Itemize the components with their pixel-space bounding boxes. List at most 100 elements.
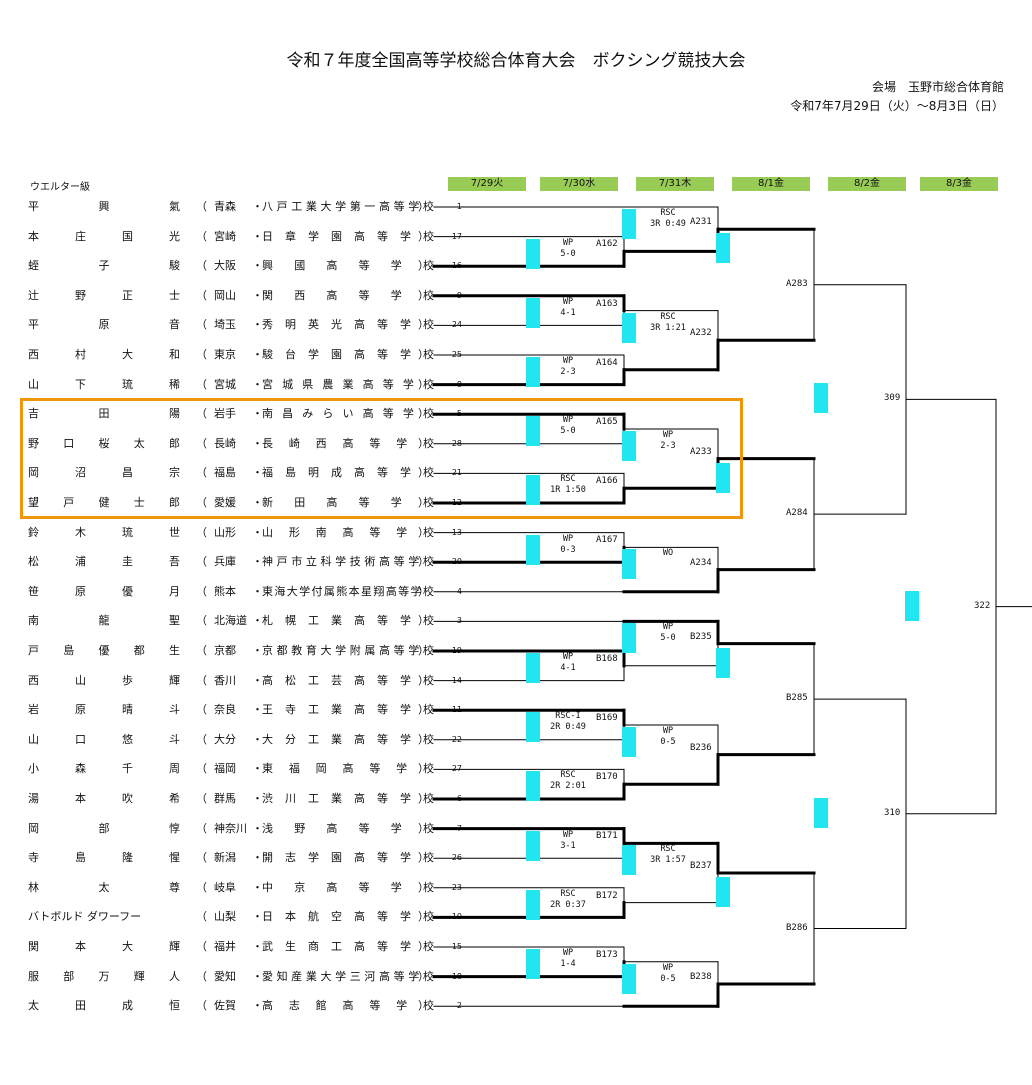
separator-dot: ・ [252,525,263,539]
corner-marker [716,462,730,493]
player-name: 太田成恒 [28,999,180,1013]
paren-open: （ [196,851,207,865]
player-name: 戸島優都生 [28,644,180,657]
corner-marker [526,889,540,920]
corner-marker [526,712,540,743]
separator-dot: ・ [252,999,263,1013]
paren-close: ） [418,910,429,924]
player-prefecture: 大阪 [214,259,236,273]
corner-marker [622,209,636,239]
player-school: 浅野高等学校 [262,821,434,835]
corner-marker [526,238,540,269]
separator-dot: ・ [252,377,263,391]
paren-open: （ [196,525,207,539]
paren-close: ） [418,969,429,983]
bout-result: RSC 2R 2:01 [550,770,586,792]
paren-open: （ [196,732,207,746]
player-prefecture: 青森 [214,200,236,213]
separator-dot: ・ [252,348,263,361]
bout-id: A231 [690,217,712,228]
bout-id: A233 [690,446,712,457]
player-name: 岡沼昌宗 [28,466,180,480]
round-date-4: 8/1金 [732,177,810,191]
player-prefecture: 兵庫 [214,555,236,569]
bout-id: B235 [690,631,712,642]
event-dates: 令和7年7月29日（火）〜8月3日（日） [790,99,1004,113]
paren-open: （ [196,259,207,273]
bout-id: B236 [690,742,712,753]
paren-close: ） [418,644,429,657]
paren-open: （ [196,792,207,805]
separator-dot: ・ [252,229,263,243]
player-name: バトボルド ダワーフー [28,910,142,924]
bout-result: WP 5-0 [560,237,576,259]
player-row: 寺島隆惺（新潟・開志学園高等学校）26 [28,851,464,865]
paren-open: （ [196,200,207,213]
corner-marker [716,647,730,678]
corner-marker [814,383,828,414]
player-prefecture: 福井 [214,940,236,953]
paren-open: （ [196,229,207,243]
bout-id: B173 [596,949,618,960]
player-prefecture: 京都 [214,644,236,657]
player-school: 中京高等学校 [262,880,434,894]
player-name: 松浦圭吾 [28,555,180,569]
bout-result: WP 4-1 [560,296,576,318]
paren-close: ） [418,555,429,569]
paren-open: （ [196,762,207,776]
draw-number: 26 [451,853,462,863]
bout-result: RSC-I 2R 0:49 [550,711,586,733]
paren-close: ） [418,377,429,391]
draw-number: 4 [456,586,462,596]
paren-close: ） [418,762,429,776]
player-name: 小森千周 [28,762,180,776]
paren-open: （ [196,436,207,450]
corner-marker [526,416,540,447]
player-name: 岡部惇 [28,821,180,835]
venue-info: 会場 玉野市総合体育館 令和7年7月29日（火）〜8月3日（日） [790,78,1004,116]
corner-marker [526,771,540,802]
player-name: 林太尊 [28,880,180,894]
bout-result: WP 1-4 [560,948,576,969]
paren-close: ） [418,318,429,332]
bout-result: RSC 1R 1:50 [550,474,586,496]
player-prefecture: 佐賀 [214,999,236,1013]
bout-result: WP 2-3 [660,430,676,451]
paren-close: ） [418,851,429,865]
bout-id: B168 [596,653,618,664]
separator-dot: ・ [252,880,263,894]
draw-number: 28 [451,438,462,448]
player-school: 新田高等学校 [262,496,434,509]
draw-number: 24 [451,320,462,330]
bout-id: A234 [690,557,712,568]
player-row: 野口桜太郎（長崎・長崎西高等学校）28 [28,437,464,451]
paren-open: （ [196,318,207,332]
player-name: 平興氣 [28,200,180,213]
corner-marker [716,877,730,907]
corner-marker [622,963,636,994]
separator-dot: ・ [252,792,263,805]
player-school: 渋川工業高等学校 [262,792,434,805]
player-name: 本庄国光 [28,229,180,243]
corner-marker [526,653,540,683]
paren-open: （ [196,288,207,302]
bout-result: WP 3-1 [560,829,576,851]
paren-close: ） [418,436,429,450]
player-row: 本庄国光（宮崎・日章学園高等学校）17 [28,230,464,244]
player-name: 辻野正士 [28,288,180,302]
corner-marker [526,297,540,328]
paren-close: ） [418,732,429,746]
paren-close: ） [418,466,429,480]
paren-close: ） [418,525,429,539]
player-prefecture: 熊本 [214,584,236,598]
player-name: 西村大和 [28,348,180,361]
paren-open: （ [196,584,207,598]
separator-dot: ・ [252,555,263,569]
bout-id: A162 [596,239,618,250]
round-date-2: 7/30水 [540,177,618,191]
player-row: 笹原優月（熊本・東海大学付属熊本星翔高等学校）4 [28,585,464,599]
paren-open: （ [196,703,207,717]
player-prefecture: 長崎 [214,436,236,450]
